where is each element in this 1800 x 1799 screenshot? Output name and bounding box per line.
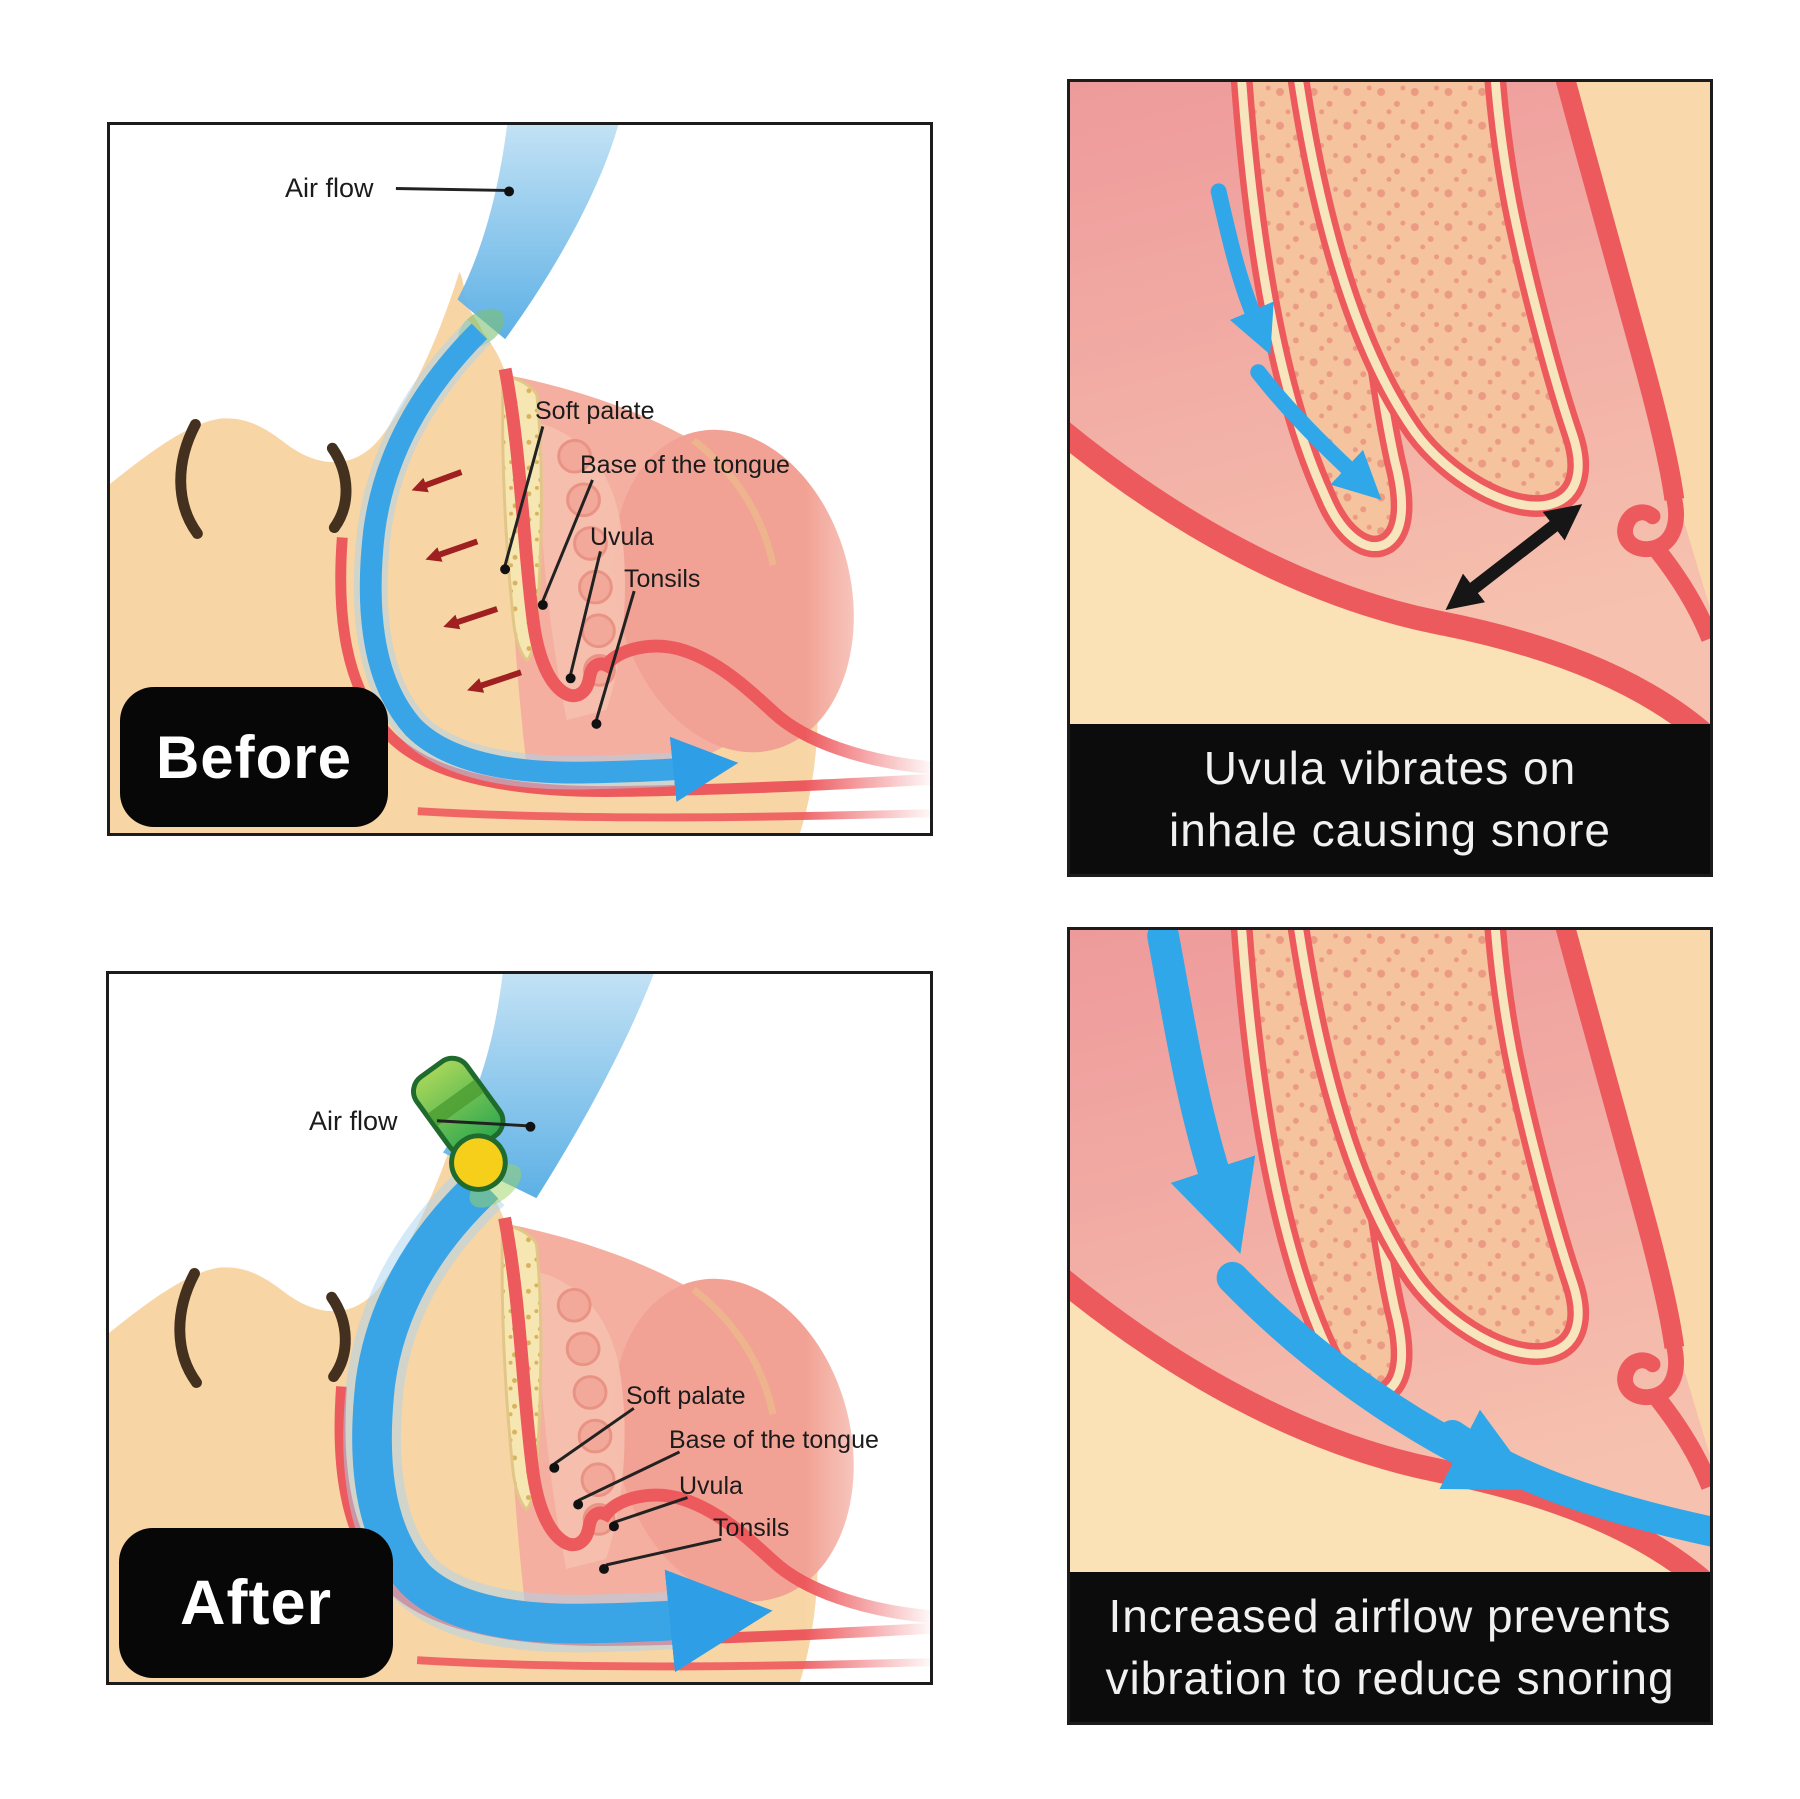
label-dots bbox=[525, 1121, 619, 1574]
tongue-body bbox=[612, 1278, 854, 1602]
leader-lines bbox=[395, 186, 636, 721]
airflow-closeup-illustration bbox=[1070, 930, 1710, 1572]
label-dots bbox=[500, 186, 602, 729]
base-of-tongue-label: Base of the tongue bbox=[580, 451, 790, 479]
right-fade bbox=[804, 125, 930, 833]
airflow-caption: Increased airflow prevents vibration to … bbox=[1070, 1572, 1710, 1722]
tonsils-label: Tonsils bbox=[624, 565, 701, 593]
before-badge: Before bbox=[120, 687, 388, 827]
uvula-caption-line2: inhale causing snore bbox=[1169, 804, 1611, 856]
before-diagram: Air flow Soft palate Base of the tongue … bbox=[110, 125, 930, 833]
vibration-double-arrow-icon bbox=[1445, 504, 1583, 610]
throat-wall-lower bbox=[1649, 543, 1710, 642]
after-diagram: Air flow Soft palate Base of the tongue … bbox=[109, 974, 930, 1682]
tongue-body bbox=[613, 429, 854, 753]
air-flow-label: Air flow bbox=[309, 1106, 398, 1136]
uvula-caption-line1: Uvula vibrates on bbox=[1203, 742, 1577, 794]
before-illustration bbox=[110, 125, 930, 833]
airflow-caption-line1: Increased airflow prevents bbox=[1108, 1590, 1672, 1642]
uvula-closeup-illustration bbox=[1070, 82, 1710, 724]
closed-eye-icon bbox=[175, 419, 352, 539]
airflow-ribbon bbox=[457, 125, 619, 340]
nasal-device bbox=[411, 1055, 522, 1208]
uvula-closeup-panel: Uvula vibrates on inhale causing snore bbox=[1067, 79, 1713, 877]
after-diagram-panel: Air flow Soft palate Base of the tongue … bbox=[106, 971, 933, 1685]
airflow-caption-line2: vibration to reduce snoring bbox=[1105, 1652, 1675, 1704]
uvula-caption: Uvula vibrates on inhale causing snore bbox=[1070, 724, 1710, 874]
throat-wall-lower bbox=[1649, 1391, 1710, 1490]
cheek-crease bbox=[691, 437, 777, 566]
upper-throat-wall bbox=[498, 367, 930, 774]
device-tip bbox=[449, 1133, 508, 1192]
after-badge: After bbox=[119, 1528, 393, 1678]
upper-throat-wall bbox=[498, 1216, 930, 1623]
airflow-stream-arrow-icon bbox=[352, 1169, 773, 1673]
tonsils-label: Tonsils bbox=[713, 1514, 790, 1542]
device-stripe bbox=[427, 1079, 484, 1127]
right-fade bbox=[804, 974, 930, 1682]
closed-eye-icon bbox=[174, 1268, 351, 1388]
uvula-label: Uvula bbox=[590, 523, 654, 551]
soft-palate-label: Soft palate bbox=[626, 1382, 746, 1410]
leader-lines bbox=[436, 1119, 722, 1567]
uvula-finger bbox=[1287, 930, 1590, 1365]
cheek-crease bbox=[691, 1286, 777, 1415]
airflow-closeup-panel: Increased airflow prevents vibration to … bbox=[1067, 927, 1713, 1725]
vibration-arrow-icons bbox=[411, 469, 522, 693]
before-diagram-panel: Air flow Soft palate Base of the tongue … bbox=[107, 122, 933, 836]
base-of-tongue-label: Base of the tongue bbox=[669, 1426, 879, 1454]
throat-back-wall bbox=[1555, 930, 1685, 1349]
throat-wall-hook bbox=[1617, 491, 1684, 558]
inhale-arrow-icons bbox=[1210, 183, 1382, 500]
tongue-sweep-outline bbox=[1070, 1270, 1710, 1572]
throat-back-wall bbox=[1555, 82, 1685, 501]
uvula-finger bbox=[1287, 82, 1590, 517]
soft-palate-label: Soft palate bbox=[535, 397, 655, 425]
uvula-label: Uvula bbox=[679, 1472, 743, 1500]
airflow-stream bbox=[1437, 1419, 1710, 1547]
airflow-stream-arrow-icon bbox=[359, 323, 739, 802]
air-flow-label: Air flow bbox=[285, 173, 374, 203]
tongue-sweep-outline bbox=[1070, 422, 1710, 724]
throat-wall-hook bbox=[1617, 1339, 1684, 1406]
